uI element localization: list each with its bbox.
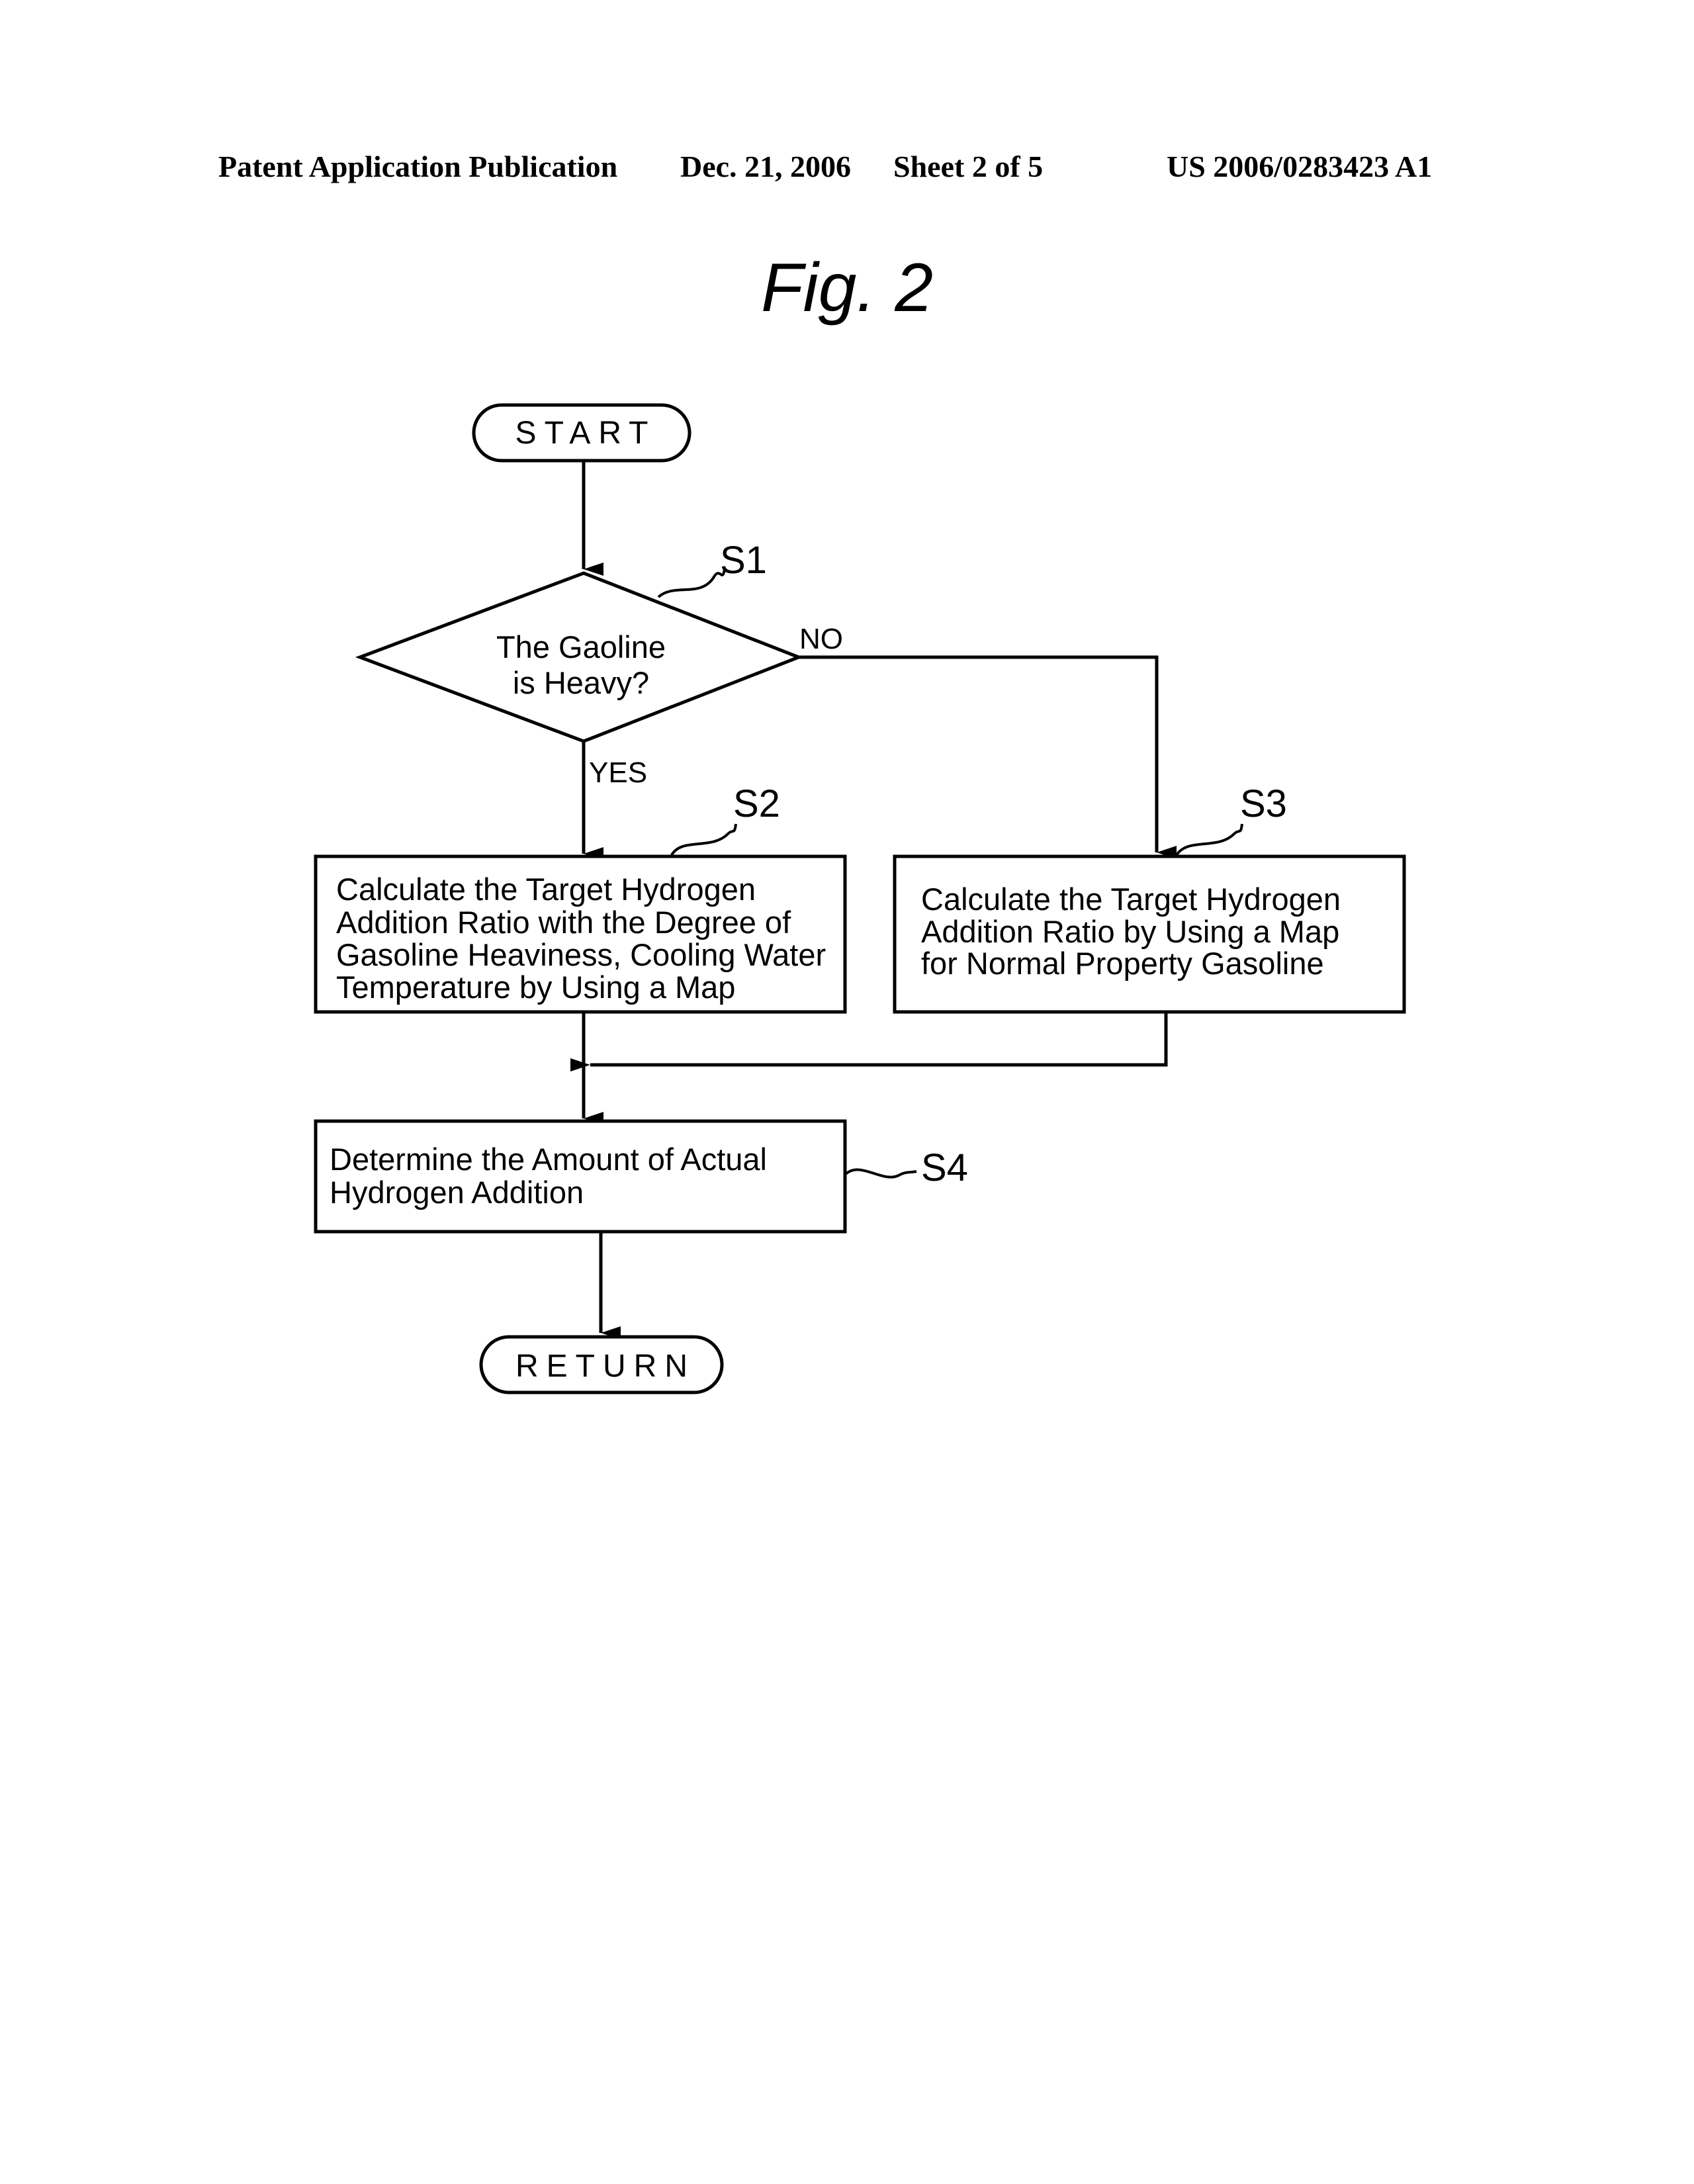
leader-s1 (658, 569, 725, 597)
leader-s3 (1177, 824, 1242, 855)
process-s4-line2: Hydrogen Addition (330, 1175, 584, 1210)
process-s4: Determine the Amount of Actual Hydrogen … (316, 1121, 845, 1232)
process-s3-line2: Addition Ratio by Using a Map (921, 914, 1339, 949)
step-label-s4: S4 (921, 1146, 968, 1189)
step-label-s2: S2 (733, 782, 780, 825)
process-s2-line1: Calculate the Target Hydrogen (336, 872, 756, 907)
process-s3-line1: Calculate the Target Hydrogen (921, 882, 1341, 917)
process-s3-line3: for Normal Property Gasoline (921, 946, 1324, 981)
process-s3: Calculate the Target Hydrogen Addition R… (895, 856, 1404, 1012)
leader-s2 (672, 824, 736, 855)
decision-s1-line1: The Gaoline (496, 629, 666, 664)
decision-s1-line2: is Heavy? (513, 665, 649, 700)
start-label: START (515, 416, 656, 451)
step-label-s1: S1 (720, 539, 767, 582)
process-s2-line4: Temperature by Using a Map (336, 970, 735, 1005)
process-s2: Calculate the Target Hydrogen Addition R… (316, 856, 845, 1012)
decision-s1: The Gaoline is Heavy? (360, 573, 799, 741)
branch-label-no: NO (799, 623, 843, 655)
process-s2-line2: Addition Ratio with the Degree of (336, 905, 791, 940)
start-terminal: START (474, 405, 690, 461)
connector-s3-merge (590, 1012, 1166, 1065)
step-label-s3: S3 (1240, 782, 1287, 825)
leader-s4 (845, 1169, 916, 1177)
process-s4-line1: Determine the Amount of Actual (330, 1142, 767, 1177)
process-s2-line3: Gasoline Heaviness, Cooling Water (336, 937, 826, 972)
branch-label-yes: YES (589, 756, 647, 789)
return-label: RETURN (515, 1349, 695, 1384)
connector-no-s3 (799, 657, 1157, 852)
return-terminal: RETURN (481, 1337, 722, 1392)
